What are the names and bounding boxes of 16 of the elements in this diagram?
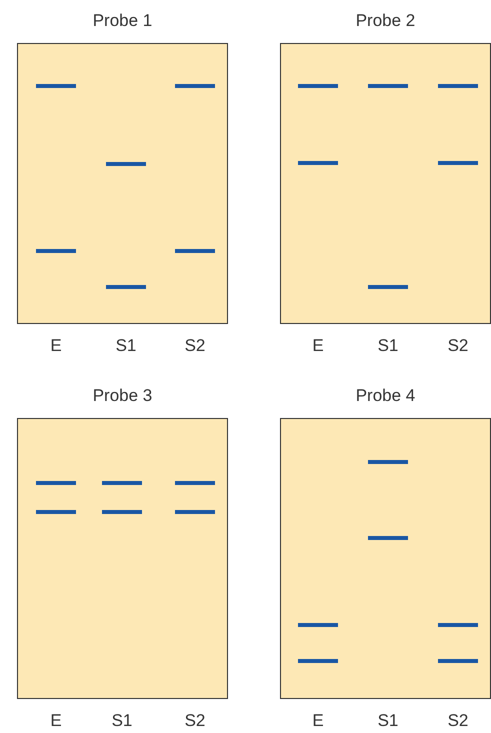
lane-label: S1 [110, 711, 134, 731]
panel-title: Probe 2 [354, 11, 416, 31]
lane-label: S1 [114, 336, 138, 356]
lane-label: S2 [446, 711, 470, 731]
lane-label: S1 [376, 336, 400, 356]
panel-title: Probe 1 [92, 11, 154, 31]
lane-label: E [49, 336, 63, 356]
lane-label: E [49, 711, 63, 731]
panel-title: Probe 3 [92, 386, 154, 406]
lane-label: S1 [376, 711, 400, 731]
lane-label: S2 [184, 711, 206, 731]
lane-label: S2 [446, 336, 470, 356]
lane-label: E [311, 711, 325, 731]
lane-label: E [311, 336, 325, 356]
panel-title: Probe 4 [354, 386, 416, 406]
lane-label: S2 [184, 336, 206, 356]
